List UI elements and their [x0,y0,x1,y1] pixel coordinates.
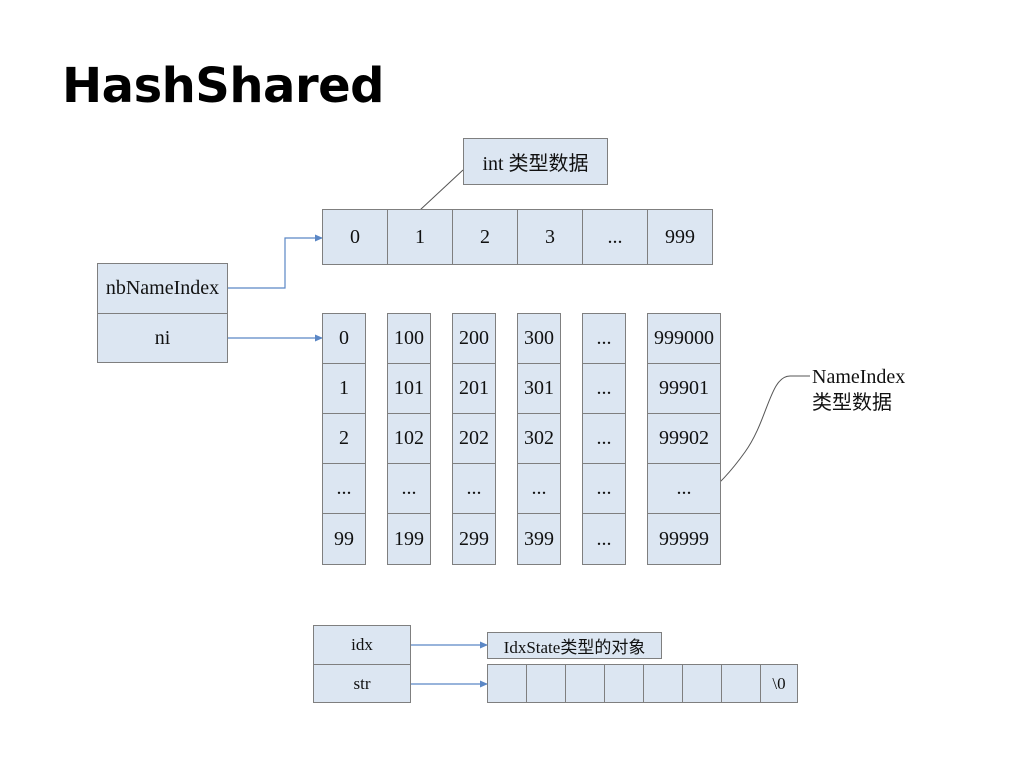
char-array-cell [643,664,683,703]
grid-cell: ... [322,463,366,514]
grid-cell: 2 [322,413,366,464]
char-array-cell [487,664,527,703]
grid-cell: 1 [322,363,366,414]
char-array-cell [565,664,605,703]
struct-field-ni: ni [97,313,228,363]
grid-cell: 100 [387,313,431,364]
char-array-cell [526,664,566,703]
top-array-cell: 3 [517,209,583,265]
grid-cell: ... [582,513,626,565]
char-array-terminator: \0 [760,664,798,703]
char-array-cell [682,664,722,703]
grid-cell: 99999 [647,513,721,565]
grid-cell: ... [582,313,626,364]
top-array-cell: ... [582,209,648,265]
idxstate-object-box: IdxState类型的对象 [487,632,662,659]
grid-cell: 101 [387,363,431,414]
int-callout-leader [419,169,464,211]
int-type-callout: int 类型数据 [463,138,608,185]
grid-cell: 99 [322,513,366,565]
top-array-cell: 999 [647,209,713,265]
grid-cell: 300 [517,313,561,364]
grid-cell: 301 [517,363,561,414]
grid-cell: 202 [452,413,496,464]
grid-cell: 201 [452,363,496,414]
grid-cell: 302 [517,413,561,464]
top-array-cell: 2 [452,209,518,265]
page-title: HashShared [62,58,385,114]
struct-field-nbnameindex: nbNameIndex [97,263,228,314]
bottom-field-idx: idx [313,625,411,665]
nameindex-callout-line-2: 类型数据 [812,392,892,414]
grid-cell: ... [582,363,626,414]
grid-cell: 0 [322,313,366,364]
grid-cell: 102 [387,413,431,464]
grid-cell: 999000 [647,313,721,364]
nbnameindex-arrow [228,234,323,289]
top-array-cell: 1 [387,209,453,265]
grid-cell: 99902 [647,413,721,464]
grid-cell: ... [582,463,626,514]
grid-cell: ... [452,463,496,514]
grid-cell: ... [517,463,561,514]
nameindex-type-callout: NameIndex 类型数据 [812,364,905,416]
top-array-cell: 0 [322,209,388,265]
bottom-field-str: str [313,664,411,703]
grid-cell: ... [387,463,431,514]
char-array-cell [604,664,644,703]
grid-cell: 199 [387,513,431,565]
grid-cell: 399 [517,513,561,565]
grid-cell: ... [647,463,721,514]
char-array-cell [721,664,761,703]
grid-cell: ... [582,413,626,464]
grid-cell: 99901 [647,363,721,414]
nameindex-callout-line-1: NameIndex [812,366,906,388]
grid-cell: 299 [452,513,496,565]
grid-cell: 200 [452,313,496,364]
